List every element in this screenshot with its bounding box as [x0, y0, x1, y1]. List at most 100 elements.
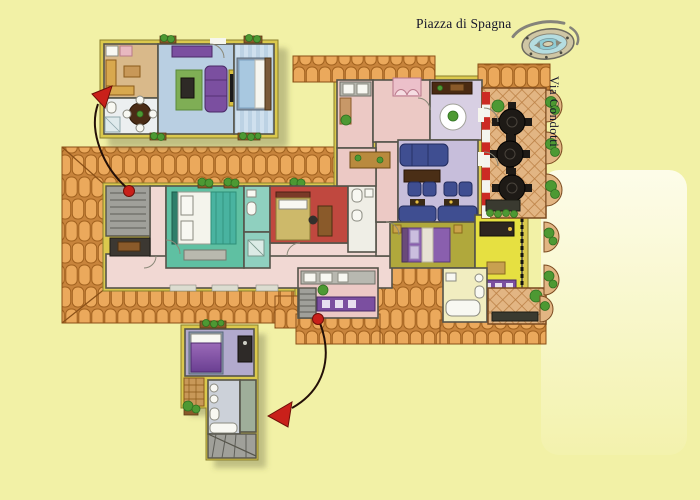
planter — [491, 311, 539, 322]
right-panel — [541, 170, 687, 455]
main-floorplan — [61, 55, 563, 345]
tv — [230, 74, 235, 102]
door-arc — [417, 97, 431, 111]
bench — [183, 249, 227, 261]
upper-unit-inset — [99, 34, 279, 141]
terrace-door — [478, 152, 484, 166]
purple-cabinet — [316, 296, 376, 312]
piazza-di-spagna-label: Piazza di Spagna — [416, 16, 512, 31]
stove — [303, 272, 317, 283]
teal-bedroom — [165, 185, 245, 269]
white-bathroom — [347, 183, 377, 253]
window-box-plants — [197, 177, 306, 189]
shower-room — [243, 231, 271, 269]
inset2-stairs — [207, 433, 257, 459]
fridge — [105, 45, 119, 57]
bistro-table — [492, 168, 532, 208]
bed — [236, 57, 272, 111]
toilet — [209, 407, 220, 421]
chair — [148, 109, 158, 119]
sofa — [204, 65, 228, 113]
via-condotti-label: Via Condotti — [547, 76, 561, 148]
origin-dot — [312, 313, 324, 325]
double-bed — [401, 227, 451, 263]
terrace-door — [478, 108, 484, 122]
roof-tiles-upper — [292, 55, 551, 91]
inset-bedroom — [233, 43, 275, 135]
fireplace-log — [117, 241, 141, 252]
bathtub — [209, 422, 238, 434]
chair — [122, 109, 132, 119]
bidet — [351, 209, 363, 222]
kitchenette-room — [297, 267, 379, 319]
chair — [135, 123, 145, 133]
left-wing — [105, 177, 393, 292]
counter — [105, 59, 117, 87]
stove — [119, 45, 133, 57]
inset2-corridor — [239, 379, 257, 433]
bush — [491, 99, 505, 113]
door-arc — [286, 242, 301, 257]
kitchen-sink — [319, 272, 333, 283]
sink — [474, 273, 484, 283]
double-bed — [171, 191, 237, 245]
nightstand — [453, 224, 463, 234]
kitchen-sink — [356, 83, 369, 95]
stairs — [298, 287, 317, 319]
sofa — [437, 205, 478, 223]
armchair — [422, 181, 437, 197]
toilet — [106, 101, 117, 114]
corner-terrace — [487, 287, 547, 325]
floor-plant — [340, 114, 352, 126]
origin-dot — [123, 185, 135, 197]
bathtub — [445, 299, 481, 317]
plant-balconies — [539, 89, 563, 323]
door-arc — [385, 221, 400, 236]
window — [169, 284, 197, 292]
sofa — [398, 205, 437, 223]
table-plant — [447, 110, 459, 122]
central-block — [297, 77, 524, 323]
striped-awning-edge — [482, 92, 490, 218]
inset-bathroom — [103, 95, 159, 135]
fountain-icon — [511, 20, 580, 60]
arched-door — [392, 77, 422, 97]
red-bedroom — [269, 185, 349, 244]
plant — [317, 284, 329, 296]
inset-living-room — [157, 43, 237, 135]
wardrobe-tv — [237, 335, 253, 363]
armchair — [443, 181, 458, 197]
inset2-bedroom — [184, 328, 255, 377]
coffee-table — [403, 169, 441, 183]
door-arc — [143, 255, 157, 269]
washbasin — [445, 272, 457, 282]
bed — [275, 191, 311, 241]
armchair — [180, 77, 195, 99]
teal-bathroom — [243, 185, 271, 233]
hallway-branch — [149, 185, 167, 257]
breakfast-room — [429, 79, 483, 141]
sink — [209, 394, 219, 404]
olive-bedroom — [389, 221, 476, 269]
bed — [188, 331, 224, 375]
arrow-to-lower-inset — [266, 313, 327, 428]
inset-kitchen — [103, 43, 159, 99]
toilet — [474, 285, 485, 299]
bench — [171, 45, 213, 58]
cream-bathroom — [442, 267, 488, 323]
window — [255, 284, 279, 292]
nightstand — [392, 224, 402, 234]
stove — [342, 83, 355, 95]
living-room — [397, 139, 479, 223]
chair — [308, 215, 318, 225]
sink — [364, 188, 374, 198]
kitchen — [336, 79, 374, 149]
desk — [317, 205, 333, 237]
inset-plants — [149, 34, 263, 141]
sink — [246, 189, 257, 198]
roof-tiles-lower — [274, 265, 547, 345]
inset2-bathroom — [207, 379, 241, 435]
terrace — [478, 87, 563, 325]
entry-door — [210, 38, 226, 44]
